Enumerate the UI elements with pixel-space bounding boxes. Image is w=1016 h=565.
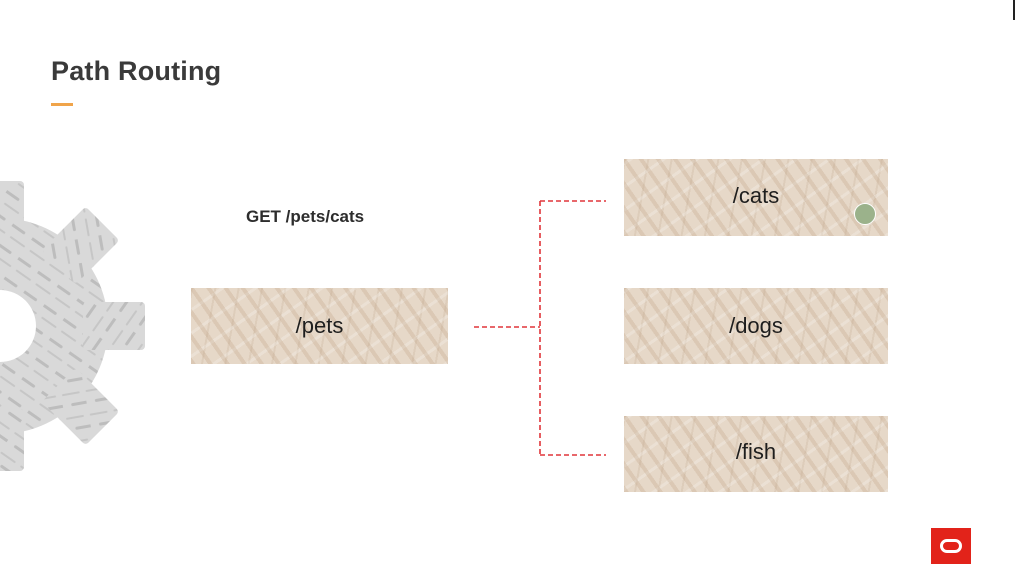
route-box-pets: /pets (191, 288, 448, 364)
slide-title: Path Routing (51, 56, 222, 86)
route-box-cats: /cats (624, 159, 888, 236)
window-edge-marker (1013, 0, 1015, 20)
route-label-cats: /cats (732, 182, 780, 208)
route-box-fish: /fish (624, 416, 888, 492)
gear-icon (0, 181, 145, 471)
logo-ring (940, 539, 962, 553)
cursor-pointer-dot (854, 203, 876, 225)
route-label-dogs: /dogs (729, 313, 783, 338)
oracle-logo-icon (931, 528, 971, 564)
title-accent-underline (51, 103, 73, 106)
route-box-dogs: /dogs (624, 288, 888, 364)
route-label-fish: /fish (735, 439, 777, 464)
route-label-pets: /pets (295, 313, 344, 338)
request-label: GET /pets/cats (246, 207, 365, 226)
